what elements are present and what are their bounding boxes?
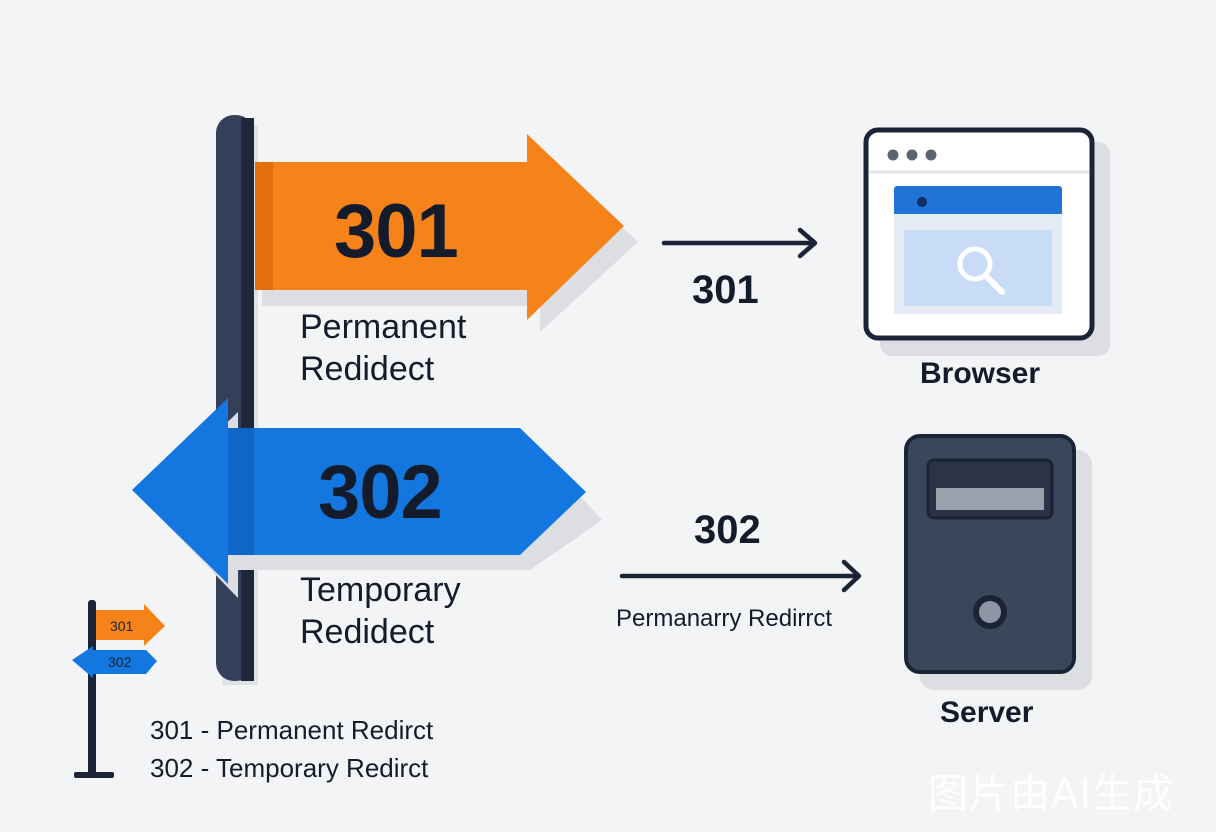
browser-label: Browser (920, 357, 1041, 390)
legend-mini-302: 302 (108, 654, 132, 670)
sign-302-arrow (132, 398, 602, 598)
sign-301-description-line1: Permanent (300, 308, 467, 346)
flow-arrow-302 (619, 559, 862, 593)
flow-302-description: Permanarry Redirrct (616, 605, 833, 632)
flow-arrow-301 (661, 227, 818, 259)
legend-mini-301: 301 (110, 618, 134, 634)
sign-301-arrow (255, 134, 638, 332)
legend-line-301: 301 - Permanent Redirct (150, 715, 434, 745)
flow-302-code: 302 (694, 508, 761, 552)
sign-301-code: 301 (334, 189, 459, 274)
sign-302-code: 302 (318, 450, 443, 535)
browser-window-icon (863, 127, 1110, 356)
sign-302-description-line2: Redidect (300, 613, 435, 651)
server-tower-icon (904, 434, 1092, 690)
legend-line-302: 302 - Temporary Redirct (150, 753, 429, 783)
sign-302-description-line1: Temporary (300, 571, 461, 609)
flow-301-code: 301 (692, 268, 759, 312)
magnifier-icon (957, 246, 1005, 295)
sign-301-description: Permanent Redidect (300, 306, 466, 390)
signpost-pole (216, 115, 258, 685)
server-label: Server (940, 696, 1034, 729)
legend-mini-signpost (72, 600, 165, 778)
sign-301-description-line2: Redidect (300, 350, 435, 388)
sign-302-description: Temporary Redidect (300, 569, 461, 653)
ai-watermark: 图片由AI生成 (928, 771, 1175, 817)
